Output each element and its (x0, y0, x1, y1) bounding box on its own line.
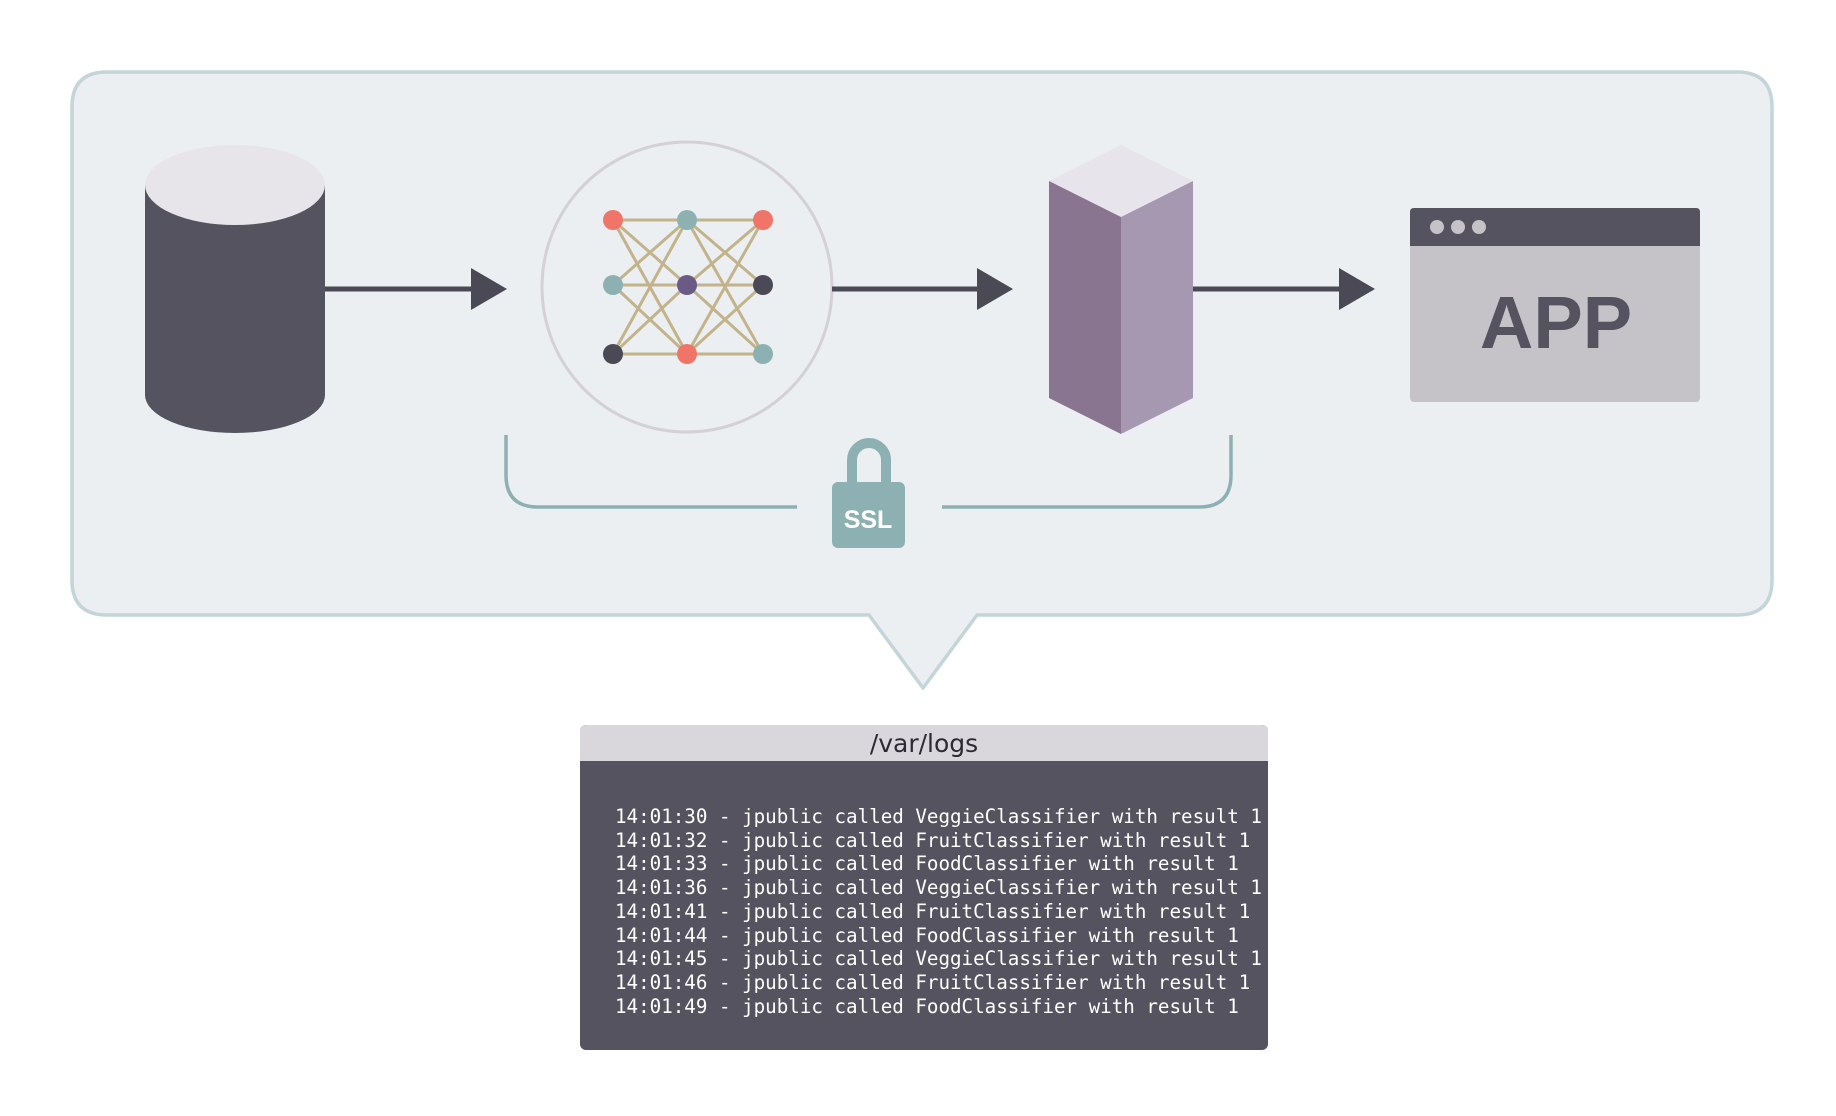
network-node (677, 344, 697, 364)
neural-network-icon (540, 140, 834, 434)
window-dot (1472, 220, 1486, 234)
app-label: APP (1480, 281, 1632, 364)
log-line: 14:01:36 - jpublic called VeggieClassifi… (615, 876, 1262, 900)
app-window-icon: APP (1410, 208, 1700, 402)
arrow-model-to-server (832, 268, 1013, 310)
log-body: 14:01:30 - jpublic called VeggieClassifi… (580, 761, 1268, 1018)
log-line: 14:01:49 - jpublic called FoodClassifier… (615, 994, 1239, 1018)
database-cylinder-icon (145, 145, 325, 433)
window-dot (1451, 220, 1465, 234)
log-panel: /var/logs 14:01:30 - jpublic called Vegg… (580, 725, 1268, 1050)
log-line: 14:01:30 - jpublic called VeggieClassifi… (615, 805, 1262, 828)
lock-icon: SSL (832, 438, 905, 548)
network-node (603, 344, 623, 364)
network-node (753, 275, 773, 295)
log-line: 14:01:46 - jpublic called FruitClassifie… (615, 970, 1251, 994)
log-line: 14:01:41 - jpublic called FruitClassifie… (615, 899, 1251, 923)
server-block-icon (1049, 145, 1193, 434)
network-node (677, 275, 697, 295)
ssl-bracket (504, 435, 1233, 509)
arrow-server-to-app (1193, 268, 1375, 310)
log-line: 14:01:45 - jpublic called VeggieClassifi… (615, 947, 1262, 971)
network-node (753, 210, 773, 230)
log-line: 14:01:33 - jpublic called FoodClassifier… (615, 852, 1239, 876)
network-node (677, 210, 697, 230)
pipeline-panel (70, 70, 1774, 690)
log-line: 14:01:32 - jpublic called FruitClassifie… (615, 828, 1251, 852)
network-node (753, 344, 773, 364)
log-line: 14:01:44 - jpublic called FoodClassifier… (615, 923, 1239, 947)
network-node (603, 210, 623, 230)
ssl-label: SSL (844, 506, 893, 534)
network-node (603, 275, 623, 295)
window-dot (1430, 220, 1444, 234)
log-title: /var/logs (580, 725, 1268, 761)
arrow-database-to-model (325, 268, 507, 310)
